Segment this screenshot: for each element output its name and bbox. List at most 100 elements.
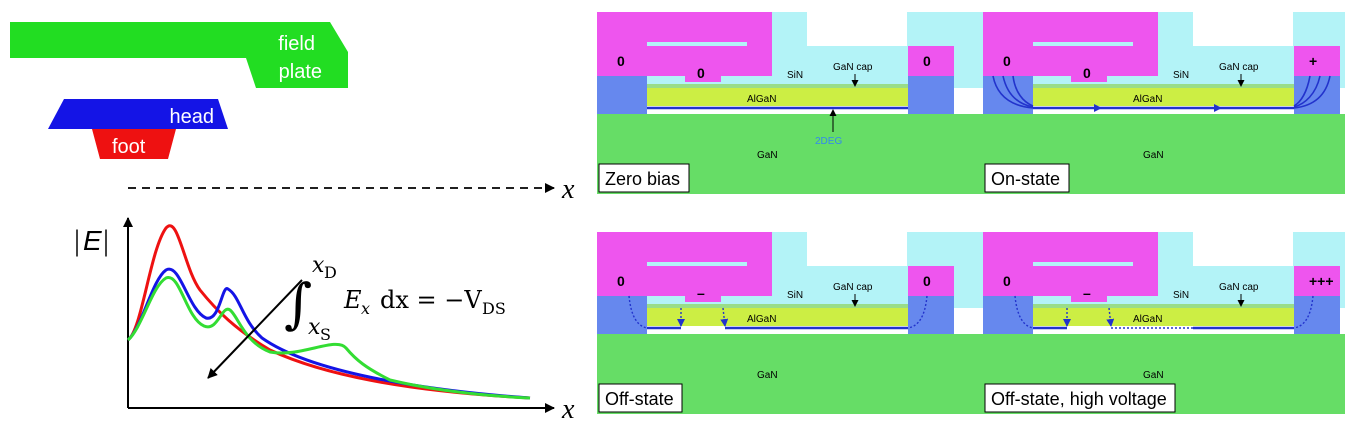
- drain-contact: [908, 76, 954, 114]
- panel-caption: Zero bias: [605, 169, 680, 189]
- sin-recess: [807, 232, 907, 266]
- field-curve-red: [126, 224, 531, 400]
- gate-head: [673, 278, 733, 290]
- algan-barrier: [647, 308, 908, 326]
- source-contact: [597, 76, 647, 114]
- gate-foot: [685, 290, 721, 302]
- field-plate-metal: [597, 232, 772, 252]
- sin-gap: [1033, 42, 1133, 46]
- field-plate: [10, 22, 348, 88]
- drain-metal: [1294, 46, 1340, 76]
- depletion-line: [907, 295, 928, 329]
- gate-bias-label: 0: [1083, 65, 1091, 81]
- algan-barrier: [1033, 88, 1294, 106]
- gan-cap-label: GaN cap: [1219, 282, 1259, 293]
- drain-bias-label: +: [1309, 53, 1317, 69]
- sin-gap: [1033, 262, 1133, 266]
- sin-label: SiN: [1173, 290, 1189, 301]
- drain-bias-label: 0: [923, 273, 931, 289]
- algan-label: AlGaN: [747, 94, 776, 105]
- panel-caption: On-state: [991, 169, 1060, 189]
- field-curve-green: [126, 276, 531, 400]
- source-contact: [983, 296, 1033, 334]
- depletion-line: [1106, 307, 1115, 327]
- gan-cap: [1033, 304, 1294, 308]
- gate-bias-label: –: [697, 285, 705, 301]
- field-plate-metal: [597, 12, 772, 32]
- source-contact: [597, 296, 647, 334]
- integral-upper-limit: x: [312, 253, 325, 278]
- drain-contact: [1294, 76, 1340, 114]
- field-plate-metal: [983, 232, 1158, 252]
- gate-foot: [1071, 290, 1107, 302]
- position-axis-label-top: x: [561, 174, 575, 205]
- drain-metal: [908, 46, 954, 76]
- depletion-line: [1014, 295, 1034, 329]
- gate-head-label: head: [170, 106, 215, 128]
- ylabel-bar-left: |: [74, 224, 80, 257]
- gan-label: GaN: [1143, 370, 1164, 381]
- gate-foot-label: foot: [112, 136, 146, 158]
- plot-x-axis-label: x: [561, 394, 575, 424]
- panel-caption: Off-state, high voltage: [991, 389, 1167, 409]
- drain-bias-label: 0: [923, 53, 931, 69]
- gan-label: GaN: [757, 370, 778, 381]
- panel-caption-box: [984, 163, 1070, 193]
- gan-cap-label: GaN cap: [833, 282, 873, 293]
- drain-metal: [908, 266, 954, 296]
- sin-label: SiN: [787, 290, 803, 301]
- depletion-line: [720, 307, 729, 327]
- source-bias-label: 0: [1003, 273, 1011, 289]
- equation-rhs: dx = −V: [380, 286, 482, 314]
- sin-recess: [1193, 232, 1293, 266]
- panel-caption-box: [598, 163, 690, 193]
- field-curve-blue: [126, 267, 531, 400]
- gan-cap: [647, 84, 908, 88]
- algan-label: AlGaN: [1133, 94, 1162, 105]
- field-line: [1002, 75, 1034, 108]
- sin-gap: [647, 262, 747, 266]
- trend-arrow: [207, 279, 303, 379]
- plot-y-axis-label: | E |: [74, 224, 109, 257]
- gate-head: [1059, 278, 1119, 290]
- source-metal: [983, 252, 1033, 296]
- sin-recess: [807, 12, 907, 46]
- equation-rhs-sub: DS: [482, 299, 506, 318]
- field-plate-metal: [983, 12, 1158, 32]
- integral-lower-sub: S: [320, 325, 331, 344]
- algan-barrier: [1033, 308, 1294, 326]
- field-plate-label-line1: field: [278, 33, 315, 55]
- ylabel-e: E: [83, 225, 102, 256]
- sin-recess: [1193, 12, 1293, 46]
- gate-bias-label: 0: [697, 65, 705, 81]
- sin-label: SiN: [1173, 70, 1189, 81]
- drain-contact: [1294, 296, 1340, 334]
- gan-label: GaN: [757, 150, 778, 161]
- gate-head: [673, 58, 733, 70]
- source-bias-label: 0: [617, 53, 625, 69]
- gate-foot: [1071, 70, 1107, 82]
- field-line: [1293, 75, 1311, 107]
- integral-sign: ∫: [284, 272, 312, 335]
- gan-label: GaN: [1143, 150, 1164, 161]
- panel-caption: Off-state: [605, 389, 674, 409]
- algan-barrier: [647, 88, 908, 106]
- source-metal: [597, 252, 647, 296]
- algan-label: AlGaN: [1133, 314, 1162, 325]
- source-bias-label: 0: [1003, 53, 1011, 69]
- gate-foot: [685, 70, 721, 82]
- field-line: [992, 75, 1034, 109]
- depletion-line: [1293, 295, 1314, 329]
- gan-cap-label: GaN cap: [1219, 62, 1259, 73]
- sin-gap: [647, 42, 747, 46]
- gate-bias-label: –: [1083, 285, 1091, 301]
- algan-label: AlGaN: [747, 314, 776, 325]
- gan-cap: [647, 304, 908, 308]
- panel-caption-box: [984, 383, 1176, 413]
- field-line: [1293, 75, 1331, 109]
- drain-bias-label: +++: [1309, 273, 1334, 289]
- panel-caption-box: [598, 383, 683, 413]
- source-metal: [983, 32, 1033, 76]
